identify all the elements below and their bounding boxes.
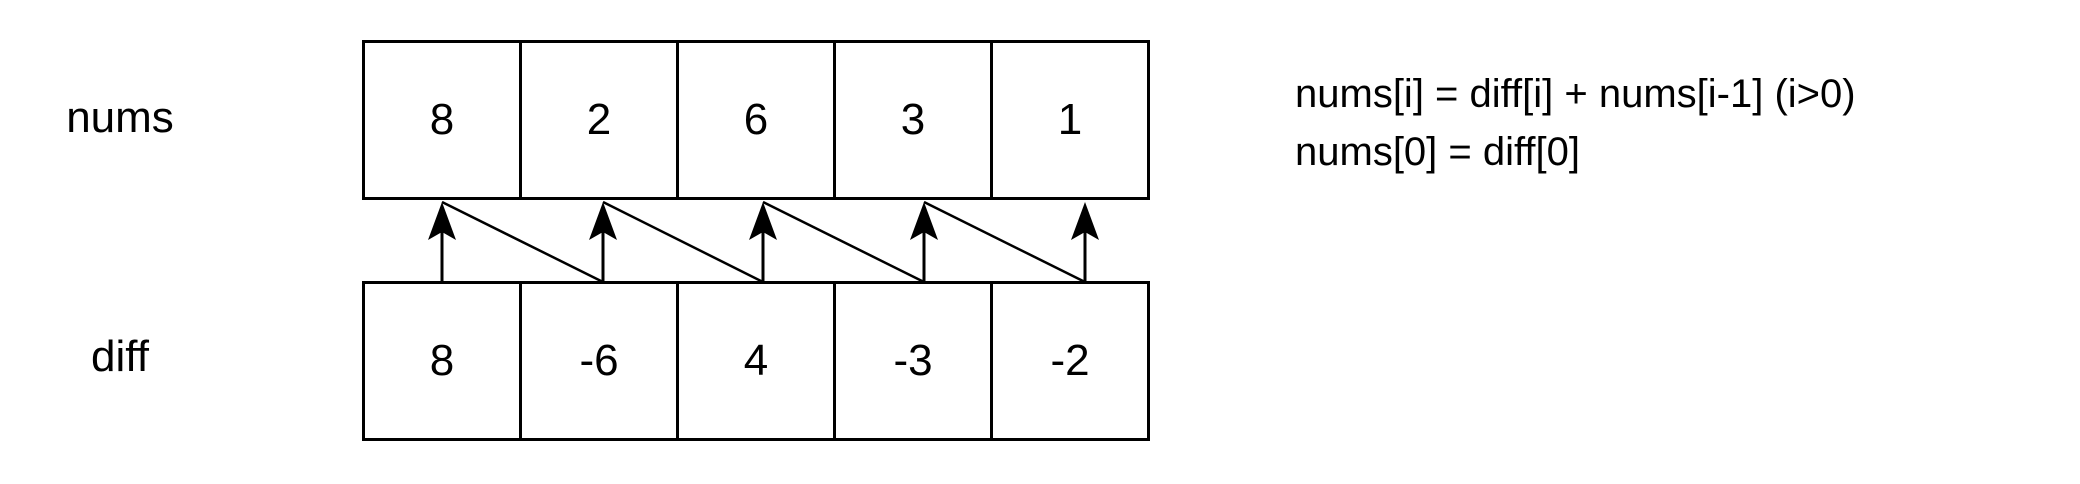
nums-cell-4: 1 <box>990 40 1150 200</box>
nums-label: nums <box>66 93 174 142</box>
arrowhead-3 <box>910 202 938 240</box>
arrowhead-4 <box>1071 202 1099 240</box>
diagonal-link-2 <box>602 200 764 284</box>
diff-label: diff <box>91 332 149 381</box>
diagonal-link-4 <box>923 200 1086 284</box>
diagonal-link-3 <box>762 200 925 284</box>
arrowhead-0 <box>428 202 456 240</box>
formula-recurrence: nums[i] = diff[i] + nums[i-1] (i>0) <box>1295 72 1856 116</box>
nums-array: 8 2 6 3 1 <box>362 40 1150 200</box>
arrowhead-2 <box>749 202 777 240</box>
formula-base-case: nums[0] = diff[0] <box>1295 130 1580 174</box>
diagonal-link-1 <box>441 200 604 284</box>
arrowhead-1 <box>589 202 617 240</box>
diff-array: 8 -6 4 -3 -2 <box>362 281 1150 441</box>
diff-cell-4: -2 <box>990 281 1150 441</box>
